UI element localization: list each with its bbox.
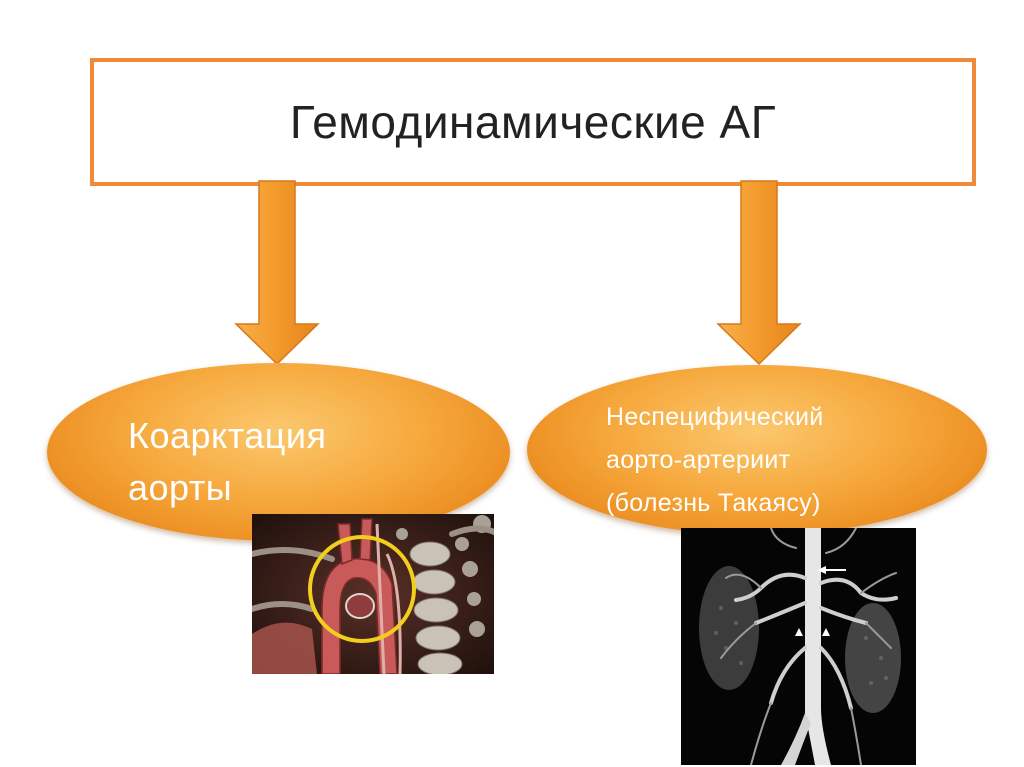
coarctation-label-line-1: Коарктация bbox=[128, 415, 327, 456]
takayasu-angiography-image bbox=[681, 528, 916, 765]
coarctation-label-line-2: аорты bbox=[128, 467, 233, 508]
coarctation-ct-image bbox=[252, 514, 494, 674]
takayasu-node bbox=[527, 365, 987, 535]
takayasu-label-line-3: (болезнь Такаясу) bbox=[606, 489, 821, 517]
arrow-down-right bbox=[716, 180, 802, 366]
arrow-down-left bbox=[234, 180, 320, 366]
page-title: Гемодинамические АГ bbox=[289, 96, 777, 148]
coarctation-label: Коарктация аорты bbox=[128, 410, 327, 514]
takayasu-label: Неспецифический аорто-артериит (болезнь … bbox=[606, 396, 824, 525]
title-box: Гемодинамические АГ bbox=[90, 58, 976, 186]
coarctation-node bbox=[47, 363, 510, 541]
takayasu-label-line-2: аорто-артериит bbox=[606, 446, 791, 474]
takayasu-label-line-1: Неспецифический bbox=[606, 403, 824, 431]
